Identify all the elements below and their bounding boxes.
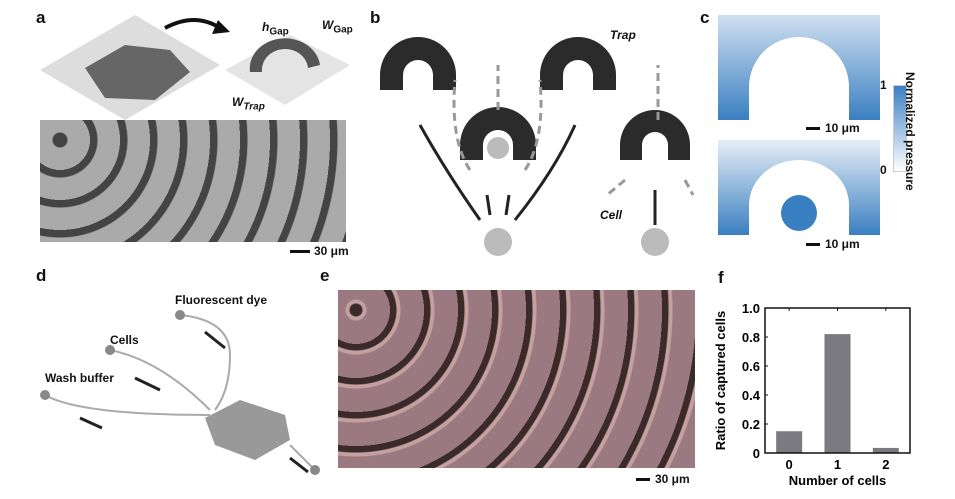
y-tick-label: 0.4 xyxy=(742,388,761,403)
y-tick-label: 0.8 xyxy=(742,330,760,345)
y-tick-label: 0 xyxy=(753,446,760,461)
x-tick-label: 1 xyxy=(834,457,841,472)
y-tick-label: 1.0 xyxy=(742,301,760,316)
panel-label-f: f xyxy=(718,268,724,287)
microfluidic-diagram xyxy=(40,310,320,475)
y-axis-label: Ratio of captured cells xyxy=(715,311,728,450)
panel-label-b: b xyxy=(370,8,381,27)
panel-label-e: e xyxy=(320,266,330,285)
panel-label-a: a xyxy=(36,8,46,27)
w-trap-label: WTrap xyxy=(232,95,265,113)
sem-image xyxy=(40,120,346,242)
bar-0 xyxy=(776,431,803,453)
h-gap-label: hGap xyxy=(262,20,289,38)
scale-label-c-bottom: 10 μm xyxy=(825,237,860,251)
colorbar-max: 1 xyxy=(880,78,887,92)
bar-1 xyxy=(824,334,851,453)
scale-bar-c-top xyxy=(806,127,820,130)
bar-2 xyxy=(872,447,899,453)
x-axis-label: Number of cells xyxy=(789,473,887,488)
wash-buffer-label: Wash buffer xyxy=(45,371,114,385)
scale-bar-a xyxy=(290,250,310,253)
panel-label-c: c xyxy=(700,8,710,27)
colorbar-title: Normalized pressure xyxy=(903,72,917,191)
w-gap-label: WGap xyxy=(322,18,353,36)
scale-bar-e xyxy=(636,478,650,481)
colorbar xyxy=(893,85,907,172)
pressure-map-bottom xyxy=(718,140,880,250)
y-tick-label: 0.2 xyxy=(742,417,760,432)
y-tick-label: 0.6 xyxy=(742,359,760,374)
panel-label-d: d xyxy=(36,266,47,285)
fluorescent-dye-label: Fluorescent dye xyxy=(175,293,268,307)
trap-label: Trap xyxy=(610,28,636,42)
cell-label: Cell xyxy=(600,208,623,222)
scale-label-a: 30 μm xyxy=(314,244,349,258)
pressure-map-top xyxy=(718,15,880,137)
scale-label-c-top: 10 μm xyxy=(825,121,860,135)
chip-illustration xyxy=(40,15,350,120)
micrograph-e xyxy=(338,290,695,468)
scale-bar-c-bottom xyxy=(806,243,820,246)
x-tick-label: 0 xyxy=(786,457,793,472)
trap-flow-diagram xyxy=(380,37,695,256)
colorbar-min: 0 xyxy=(880,163,887,177)
x-tick-label: 2 xyxy=(882,457,889,472)
cells-label: Cells xyxy=(110,333,139,347)
scale-label-e: 30 μm xyxy=(655,472,690,486)
plot-frame xyxy=(764,307,911,454)
